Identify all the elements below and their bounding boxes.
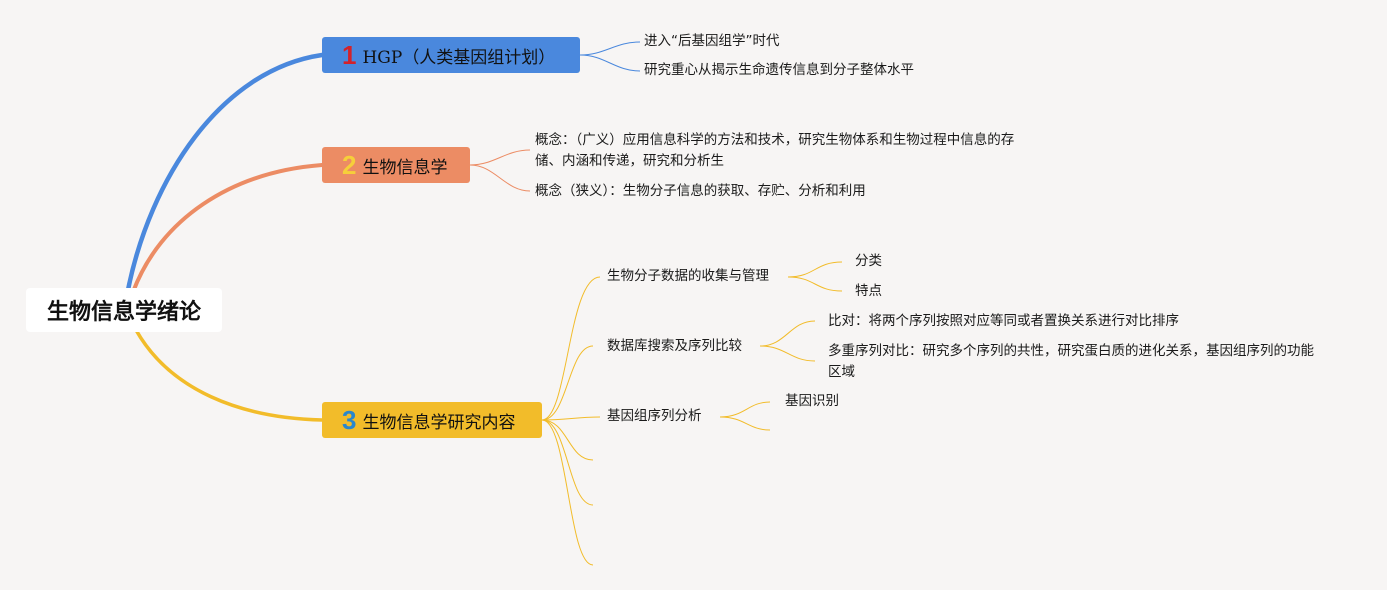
link-t3-c1-s2 bbox=[787, 276, 843, 292]
topic-bioinformatics[interactable]: 2 生物信息学 bbox=[322, 147, 470, 183]
link-t3-c3 bbox=[541, 416, 601, 421]
topic-hgp[interactable]: 1 HGP（人类基因组计划） bbox=[322, 37, 580, 73]
root-topic-label: 生物信息学绪论 bbox=[46, 300, 201, 325]
link-root-topic1 bbox=[125, 52, 325, 293]
leaf-concept-narrow[interactable]: 概念（狭义）：生物分子信息的获取、存贮、分析和利用 bbox=[535, 183, 866, 199]
root-topic[interactable]: 生物信息学绪论 bbox=[26, 288, 222, 332]
number-two-icon: 2 bbox=[342, 150, 357, 180]
link-root-topic3 bbox=[134, 328, 324, 422]
leaf-concept-broad[interactable]: 概念：（广义）应用信息科学的方法和技术，研究生物体系和生物过程中信息的存储、内涵… bbox=[535, 132, 1015, 169]
link-t3-c5 bbox=[541, 419, 594, 506]
link-root-topic2 bbox=[131, 163, 324, 294]
link-t1-c2 bbox=[579, 54, 641, 72]
topic-hgp-label: HGP（人类基因组计划） bbox=[362, 47, 556, 68]
subtopic-database-search[interactable]: 数据库搜索及序列比较 bbox=[607, 338, 742, 354]
number-one-icon: 1 bbox=[342, 40, 357, 70]
leaf-alignment[interactable]: 比对：将两个序列按照对应等同或者置换关系进行对比排序 bbox=[828, 313, 1179, 329]
leaf-research-focus[interactable]: 研究重心从揭示生命遗传信息到分子整体水平 bbox=[644, 62, 914, 78]
leaf-multiple-alignment[interactable]: 多重序列对比：研究多个序列的共性，研究蛋白质的进化关系，基因组序列的功能区域 bbox=[828, 343, 1314, 380]
number-three-icon: 3 bbox=[342, 405, 357, 435]
topic-bioinformatics-label: 生物信息学 bbox=[362, 157, 448, 178]
link-t3-c3-s2 bbox=[719, 416, 771, 431]
link-t3-c2 bbox=[541, 345, 594, 421]
subtopic-genome-analysis[interactable]: 基因组序列分析 bbox=[607, 408, 702, 424]
leaf-post-genomics-era[interactable]: 进入“后基因组学”时代 bbox=[644, 33, 780, 49]
link-t3-c3-s1 bbox=[719, 401, 771, 418]
link-t1-c1 bbox=[579, 41, 641, 56]
link-t3-c6 bbox=[541, 419, 594, 566]
link-t2-c2 bbox=[469, 164, 531, 192]
link-t3-c2-s2 bbox=[759, 345, 816, 362]
topic-research-content[interactable]: 3 生物信息学研究内容 bbox=[322, 402, 542, 438]
link-t3-c1 bbox=[541, 276, 601, 421]
leaf-classification[interactable]: 分类 bbox=[855, 253, 882, 269]
subtopic-data-collection[interactable]: 生物分子数据的收集与管理 bbox=[607, 268, 769, 284]
link-t2-c1 bbox=[469, 149, 531, 166]
leaf-features[interactable]: 特点 bbox=[855, 283, 882, 299]
topic-research-content-label: 生物信息学研究内容 bbox=[362, 412, 516, 433]
link-t3-c4 bbox=[541, 419, 594, 461]
link-t3-c1-s1 bbox=[787, 261, 843, 278]
link-t3-c2-s1 bbox=[759, 320, 816, 347]
leaf-gene-identification[interactable]: 基因识别 bbox=[785, 393, 839, 409]
